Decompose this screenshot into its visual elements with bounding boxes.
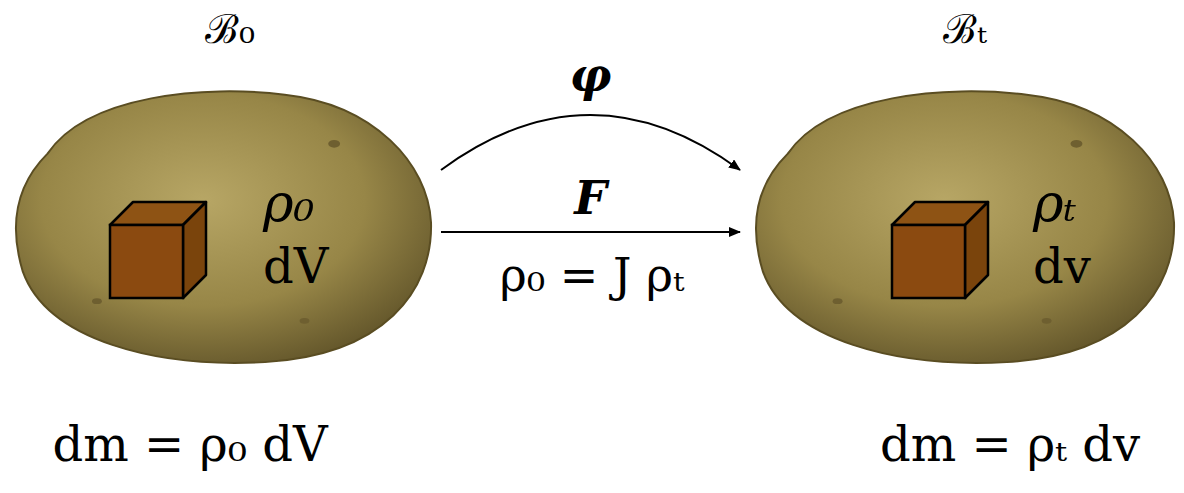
deformation-gradient-arrow xyxy=(441,231,740,233)
quantity-symbol: ρₜ xyxy=(1033,175,1076,232)
arrow-label: F xyxy=(574,173,607,224)
deformation-map-arrow xyxy=(441,115,740,170)
configuration-heading: ℬₜ xyxy=(943,7,987,51)
arrow-label: φ xyxy=(570,50,612,101)
quantity-symbol: ρ₀ xyxy=(263,175,314,232)
configuration-heading: ℬ₀ xyxy=(205,7,255,51)
volume-element-cube xyxy=(890,200,990,300)
mass-element-equation: dm = ρₜ dv xyxy=(880,418,1140,471)
potato-body: ℬₜρₜdv xyxy=(748,75,1176,370)
quantity-symbol: dv xyxy=(1033,240,1091,293)
volume-element-cube xyxy=(108,200,208,300)
potato-body xyxy=(8,75,433,370)
potato-body: ℬ₀ρ₀dV xyxy=(8,75,433,370)
quantity-symbol: dV xyxy=(263,240,328,293)
mass-element-equation: dm = ρ₀ dV xyxy=(52,418,327,471)
mass-conservation-relation: ρ₀ = J ρₜ xyxy=(500,250,685,301)
